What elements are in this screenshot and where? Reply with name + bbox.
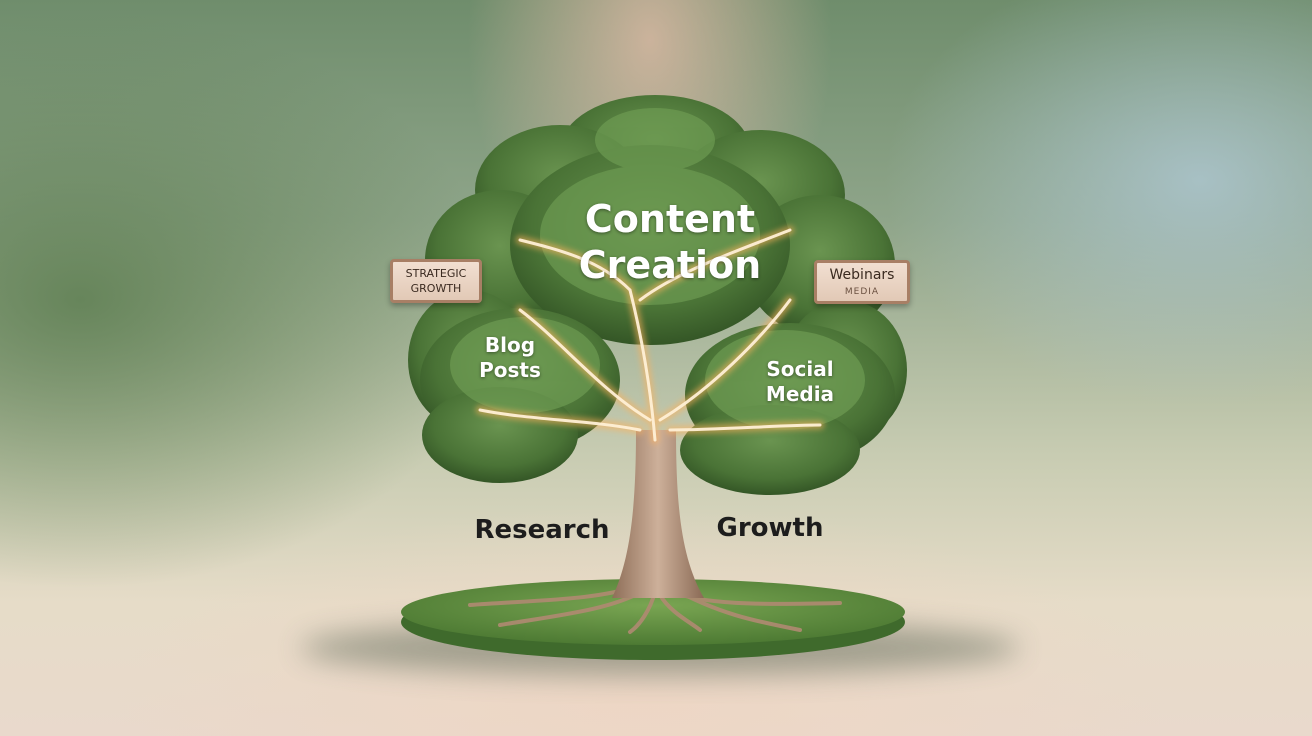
webinars-sign: Webinars MEDIA xyxy=(814,260,910,304)
social-media-label: Social Media xyxy=(730,357,870,407)
blog-posts-label: Blog Posts xyxy=(440,333,580,383)
trunk xyxy=(612,430,704,598)
canopy-highlights xyxy=(450,108,865,430)
sign-left-line-2: GROWTH xyxy=(410,282,462,295)
sign-right-line-1: Webinars xyxy=(829,267,895,283)
social-line-2: Media xyxy=(765,382,835,406)
sign-right-line-2: MEDIA xyxy=(844,287,880,297)
research-label: Research xyxy=(474,515,610,545)
title-line-2: Creation xyxy=(578,243,762,287)
strategic-growth-sign: STRATEGIC GROWTH xyxy=(390,259,482,303)
content-creation-title: Content Creation xyxy=(520,196,820,288)
blog-line-2: Posts xyxy=(479,358,541,382)
sign-left-line-1: STRATEGIC xyxy=(405,267,467,280)
title-line-1: Content xyxy=(584,197,756,241)
social-line-1: Social xyxy=(766,357,834,381)
ground-disc xyxy=(401,579,905,645)
glowing-branches xyxy=(475,225,825,445)
blog-line-1: Blog xyxy=(484,333,536,357)
growth-label: Growth xyxy=(716,513,824,543)
